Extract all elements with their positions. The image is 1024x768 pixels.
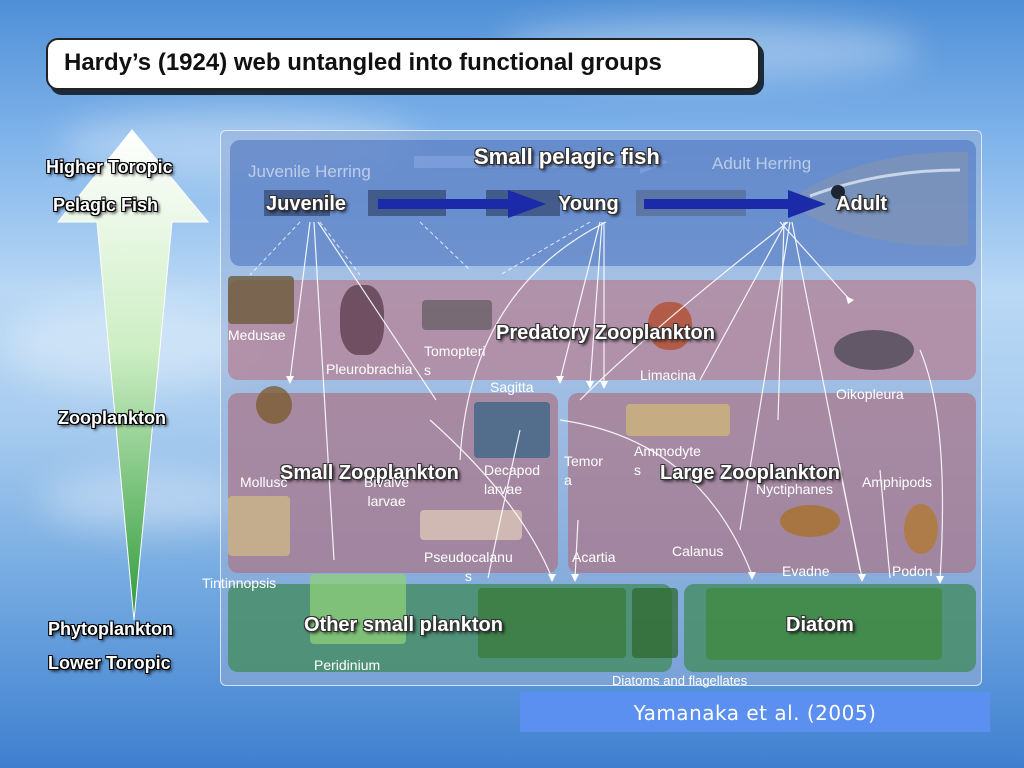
small-zooplankton-label: Small Zooplankton: [280, 462, 459, 484]
organism-ammodytes: Ammodyte s: [634, 443, 701, 478]
organism-amphipods: Amphipods: [862, 474, 933, 490]
organism-nyctiphanes: Nyctiphanes: [756, 481, 834, 497]
organism-peridinium: Peridinium: [314, 657, 381, 673]
organism-pseudocalanus: Pseudocalanu s: [424, 549, 513, 584]
oikopleura-image: [834, 330, 914, 370]
other-small-plankton-label: Other small plankton: [304, 614, 503, 636]
medusae-image: [228, 276, 294, 324]
pseudocalanus-image: [420, 510, 522, 540]
bivalve-image: [228, 496, 290, 556]
label-lower-trophic: Lower Toropic: [48, 653, 171, 673]
small-pelagic-fish-heading: Small pelagic fish: [474, 144, 660, 169]
organism-tintinnopsis: Tintinnopsis: [202, 575, 277, 591]
organism-evadne: Evadne: [782, 563, 830, 579]
organism-temora: Temor a: [564, 453, 603, 488]
diatom-label: Diatom: [786, 614, 854, 636]
organism-calanus: Calanus: [672, 543, 724, 559]
stage-juvenile: Juvenile: [266, 193, 347, 215]
large-zooplankton-label: Large Zooplankton: [660, 462, 840, 484]
evadne-image: [780, 505, 840, 537]
organism-pleurobrachia: Pleurobrachia: [326, 361, 413, 377]
title-box: Hardy’s (1924) web untangled into functi…: [46, 38, 760, 90]
podon-image: [904, 504, 938, 554]
stage-adult: Adult: [836, 193, 888, 215]
organism-mollusc: Mollusc: [240, 474, 288, 490]
adult-herring-label: Adult Herring: [712, 154, 812, 173]
citation-text: Yamanaka et al. (2005): [633, 701, 877, 725]
organism-podon: Podon: [892, 563, 933, 579]
organism-bivalve-larvae: Bivalve larvae: [364, 474, 410, 509]
organism-acartia: Acartia: [572, 549, 616, 565]
mollusc-image: [256, 386, 292, 424]
label-pelagic-fish: Pelagic Fish: [53, 195, 159, 215]
juvenile-herring-label: Juvenile Herring: [248, 162, 371, 181]
organism-limacina: Limacina: [640, 367, 697, 383]
ammodytes-image: [626, 404, 730, 436]
tomopteris-image: [422, 300, 492, 330]
peridinium-image: [310, 574, 406, 644]
organism-medusae: Medusae: [228, 327, 286, 343]
citation-box: Yamanaka et al. (2005): [520, 692, 990, 732]
limacina-image: [648, 302, 692, 350]
diatom-image: [706, 588, 942, 660]
organism-oikopleura: Oikopleura: [836, 386, 904, 402]
stage-young: Young: [558, 193, 619, 215]
slide-title: Hardy’s (1924) web untangled into functi…: [64, 49, 662, 76]
label-higher-trophic: Higher Toropic: [46, 157, 173, 177]
organism-decapod-larvae: Decapod larvae: [484, 462, 541, 497]
flagellate-image: [632, 588, 678, 658]
decapod-larvae-image: [474, 402, 550, 458]
organism-diatoms-flagellates: Diatoms and flagellates: [612, 673, 748, 688]
organism-sagitta: Sagitta: [490, 379, 534, 395]
pleurobrachia-image: [340, 285, 384, 355]
label-phytoplankton: Phytoplankton: [48, 619, 173, 639]
organism-tomopteris: Tomopteri s: [424, 343, 486, 378]
small-plankton-image: [478, 588, 626, 658]
predatory-zooplankton-label: Predatory Zooplankton: [496, 322, 715, 344]
label-zooplankton: Zooplankton: [58, 408, 166, 428]
